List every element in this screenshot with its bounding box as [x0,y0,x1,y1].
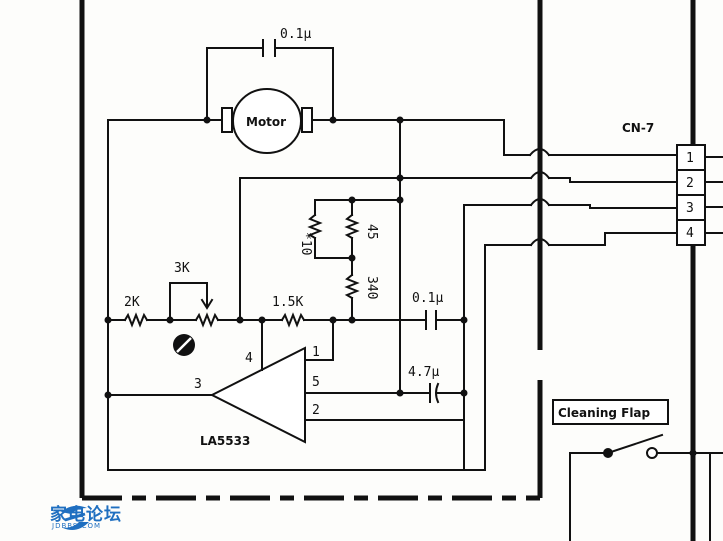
cleaning-flap-label: Cleaning Flap [558,406,651,420]
junction [460,389,468,397]
cap-mid-label: 0.1μ [412,291,443,306]
connector-pin4: 4 [686,226,694,241]
junction [203,116,211,124]
junction [348,316,356,324]
r3k-label: 3K [174,261,190,276]
adjust-knob-slot [176,337,192,353]
motor-brush-right [301,107,313,133]
wire-to-pin2 [548,177,678,183]
junction [396,196,404,204]
ic-label: LA5533 [200,434,250,448]
junction [104,316,112,324]
site-logo-icon [61,505,89,530]
wire-hop-3 [529,198,551,207]
junction [104,391,112,399]
junction [348,254,356,262]
cleaning-flap-box [552,399,669,425]
wire-hop-4 [529,238,551,247]
cap-47-label: 4.7μ [408,365,439,380]
wire-pot-wiper [169,282,208,321]
junction [396,174,404,182]
switch-blade [606,433,664,455]
r10-label: *10 [298,232,313,255]
connector-label: CN-7 [622,121,654,135]
ic-pin2-label: 2 [312,403,320,418]
motor-label: Motor [246,115,286,129]
wire-to-pin4 [548,232,678,246]
wire-hop-2 [529,171,551,180]
junction [329,316,337,324]
junction [166,316,174,324]
wire-cap-top-left [206,47,263,119]
junction [236,316,244,324]
r45-label: 45 [364,224,379,240]
resistor-340 [344,273,360,300]
resistor-3k [194,312,220,328]
junction [689,449,697,457]
junction [460,316,468,324]
watermark-text: 家电论坛 [50,505,122,525]
resistor-2k [123,312,149,328]
resistor-1-5k [280,312,306,328]
motor-body [232,88,302,154]
ic-pin5-label: 5 [312,375,320,390]
wire-hop-1 [528,148,551,157]
resistor-10 [307,213,323,240]
junction [329,116,337,124]
junction [396,116,404,124]
motor-brush-left [221,107,233,133]
junction [396,389,404,397]
r340-label: 340 [364,276,379,299]
ic-la5533-body [209,346,306,444]
ic-pin3-label: 3 [194,377,202,392]
wire-to-pin3 [548,204,678,209]
r1-5k-label: 1.5K [272,295,303,310]
ic-pin4-label: 4 [245,351,253,366]
cap-top-label: 0.1μ [280,27,311,42]
cap-47-plate2 [435,382,440,404]
wire-cap-top-right [275,47,334,119]
junction [258,316,266,324]
wire-motor-right [311,119,531,156]
wire-switch-left [569,452,609,541]
junction [348,196,356,204]
wire-r10-bottom [314,237,353,259]
resistor-45 [344,213,360,240]
r2k-label: 2K [124,295,140,310]
connector-pin1: 1 [686,151,694,166]
ic-pin1-label: 1 [312,345,320,360]
connector-pin2: 2 [686,176,694,191]
wire-left-rail [107,119,208,321]
pot-arrow [200,298,214,310]
connector-pin3: 3 [686,201,694,216]
switch-contact-open [646,447,658,459]
wire-ic-pin1 [304,319,334,361]
wire-bottom-loop [107,244,532,471]
wire-rail-2 [239,177,532,321]
watermark-sub: JDBBS.COM [52,522,102,530]
